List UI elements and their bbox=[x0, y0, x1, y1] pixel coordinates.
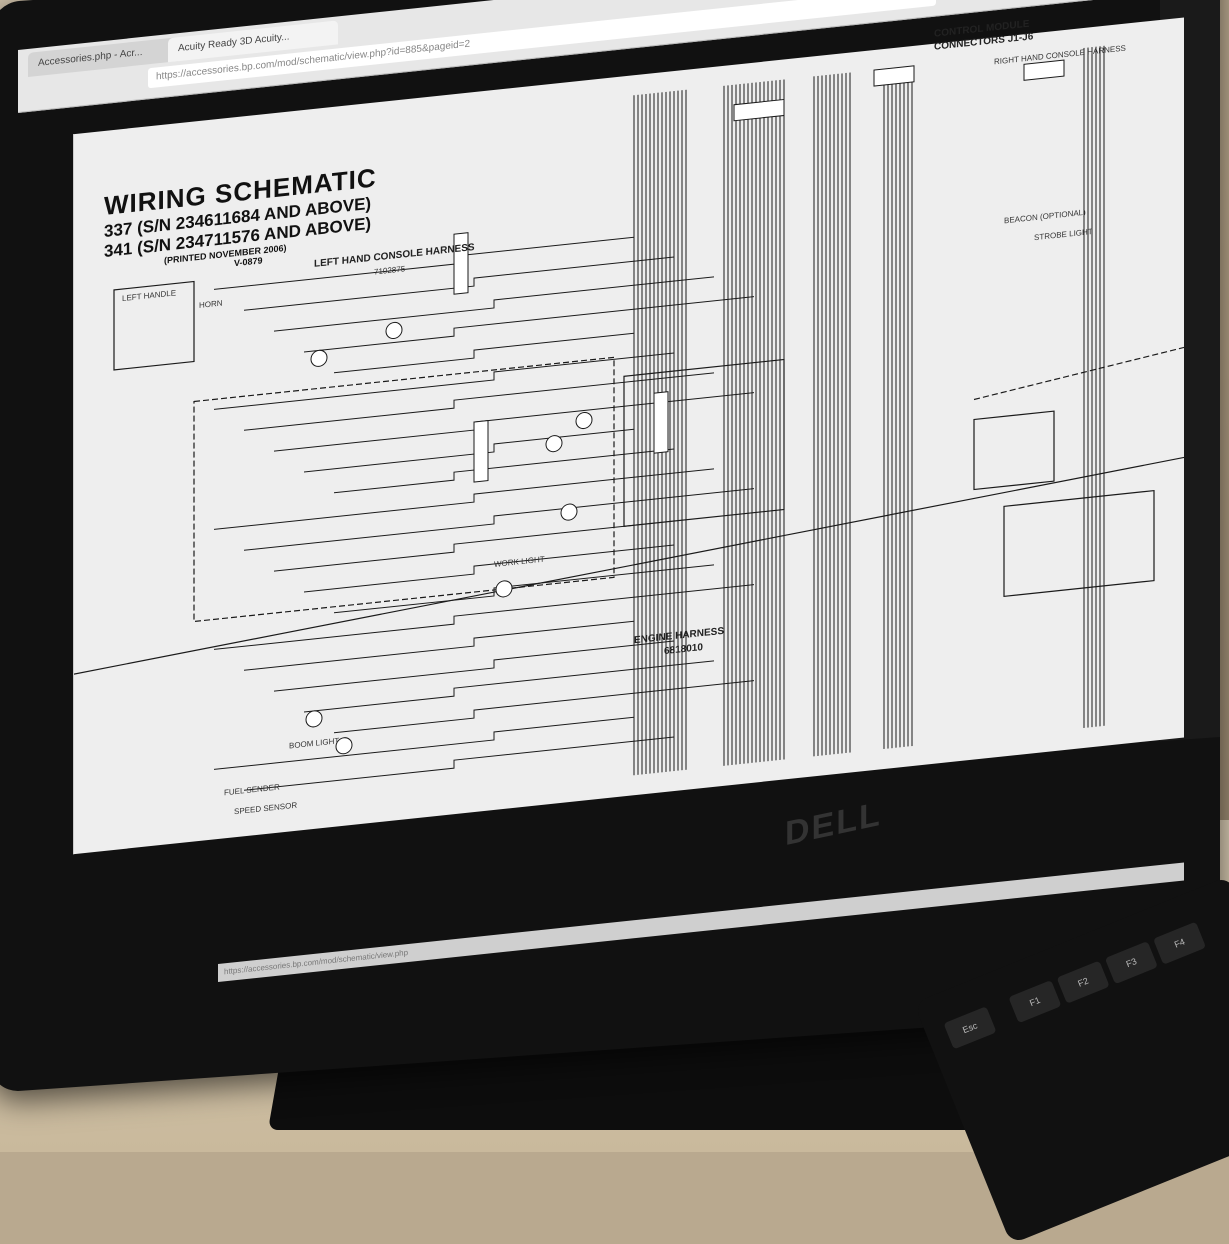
wire bbox=[334, 448, 674, 494]
key-f2[interactable]: F2 bbox=[1056, 960, 1110, 1004]
wire bbox=[274, 524, 634, 572]
wire bbox=[304, 296, 754, 353]
wire bbox=[244, 372, 714, 431]
wire bbox=[244, 256, 674, 311]
wire bbox=[304, 428, 634, 473]
wire bbox=[334, 564, 714, 614]
wiring-diagram bbox=[74, 45, 1184, 791]
wire bbox=[214, 584, 754, 650]
key-f1[interactable]: F1 bbox=[1008, 980, 1062, 1024]
wire bbox=[274, 640, 674, 692]
wire bbox=[274, 276, 714, 332]
wire bbox=[244, 620, 634, 671]
wire bbox=[214, 716, 634, 770]
key-f4[interactable]: F4 bbox=[1153, 921, 1207, 965]
wire bbox=[304, 660, 714, 713]
wire bbox=[244, 488, 754, 551]
wire bbox=[244, 736, 674, 791]
wire bbox=[214, 352, 674, 410]
monitor-screen: Accessories.php - Acr... Acuity Ready 3D… bbox=[18, 0, 1198, 1030]
key-esc[interactable]: Esc bbox=[943, 1006, 997, 1050]
wire bbox=[334, 680, 754, 734]
key-f3[interactable]: F3 bbox=[1104, 941, 1158, 985]
wire bbox=[304, 544, 674, 593]
schematic-sheet: WIRING SCHEMATIC 337 (S/N 234611684 AND … bbox=[73, 17, 1184, 855]
wire bbox=[214, 468, 714, 530]
wire bbox=[334, 332, 634, 374]
